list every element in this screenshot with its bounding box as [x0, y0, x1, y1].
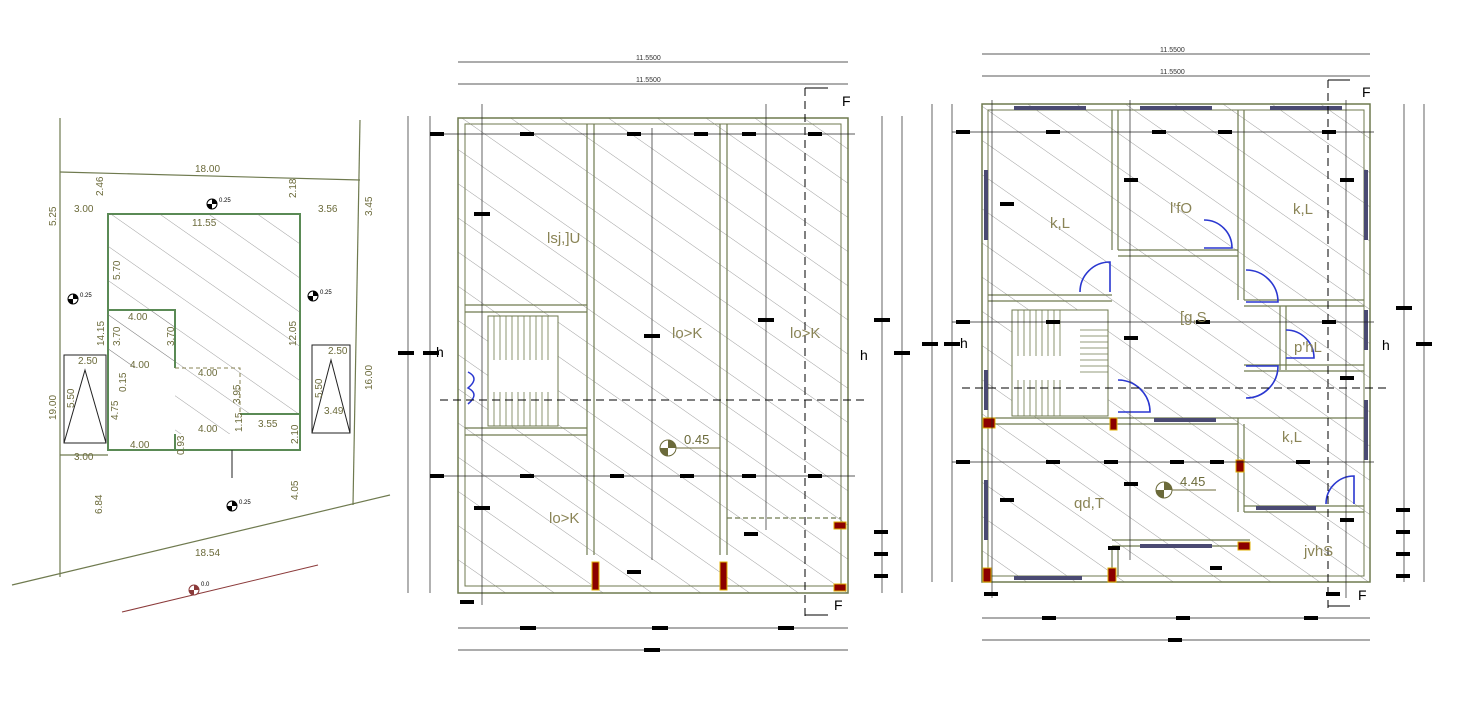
svg-text:0.25: 0.25 [80, 293, 92, 299]
dim-bottom: 18.54 [195, 548, 220, 559]
dim-court-h: 3.95 [232, 384, 243, 404]
level-marker: 0.0 [188, 582, 210, 596]
ff-room-label: l'fO [1170, 200, 1192, 217]
dim-bottom-h1: 0.93 [176, 435, 187, 455]
dim-left-total: 19.00 [48, 395, 59, 420]
road-line [121, 564, 319, 613]
dim-small-h: 0.15 [118, 372, 129, 392]
level-marker: 0.25 [206, 198, 231, 210]
ff-section-f-bottom: F [1358, 587, 1367, 603]
gf-section-f-top: F [842, 93, 851, 109]
dim-court-w: 4.00 [198, 368, 218, 379]
dim-left-upper: 5.25 [48, 206, 59, 226]
ff-level-marker: 4.45 [1155, 474, 1216, 499]
ff-room-label: qd,T [1074, 495, 1104, 512]
ff-room-label: p'hL [1294, 339, 1322, 356]
level-marker: 0.25 [67, 293, 92, 305]
stair [487, 315, 559, 427]
car-bay-right [311, 344, 351, 434]
level-marker: 0.25 [226, 500, 251, 512]
dim-front-right: 4.05 [290, 480, 301, 500]
dim-car-left-h: 5.50 [66, 388, 77, 408]
dim-upper-left: 5.70 [112, 260, 123, 280]
plot-boundary [11, 118, 391, 586]
first-floor-plan: 11.5500 11.5500 [922, 47, 1432, 642]
ff-section-h-right: h [1382, 337, 1390, 353]
dim-car-right-off: 3.49 [324, 406, 344, 417]
ff-room-label: jvhS [1303, 543, 1333, 560]
svg-text:0.25: 0.25 [219, 198, 231, 204]
svg-text:0.25: 0.25 [320, 290, 332, 296]
door-arc [466, 371, 475, 405]
dim-setback-left: 3.00 [74, 204, 94, 215]
building-footprint [107, 213, 301, 478]
ff-windows [984, 106, 1368, 580]
svg-text:4.45: 4.45 [1180, 474, 1205, 489]
ff-section-f-top: F [1362, 84, 1371, 100]
gf-dim-top-2: 11.5500 [636, 77, 661, 84]
dim-front-left: 6.84 [94, 494, 105, 514]
gf-room-label: lsj,]U [547, 230, 580, 247]
dim-notch-w2: 4.00 [130, 360, 150, 371]
gf-section-f-bottom: F [834, 597, 843, 613]
ff-room-label: k,L [1293, 201, 1313, 218]
site-plan: 0.25 0.25 0.25 0.25 0.0 18.00 18.54 19.0… [11, 118, 391, 613]
svg-text:0.45: 0.45 [684, 432, 709, 447]
gf-section-h-left: h [436, 344, 444, 360]
dim-bottom-w2: 4.00 [198, 424, 218, 435]
dim-notch-w1: 4.00 [128, 312, 148, 323]
dim-bottom-w1: 4.00 [130, 440, 150, 451]
dim-right-w: 3.55 [258, 419, 278, 430]
dim-notch-h1: 3.70 [112, 326, 123, 346]
dim-building-depth: 12.05 [288, 321, 299, 346]
ff-stair [1011, 309, 1109, 417]
gf-room-label: lo>K [790, 325, 820, 342]
ground-floor-plan: 11.5500 11.5500 [398, 55, 910, 652]
dim-top: 18.00 [195, 164, 220, 175]
dim-car-right-h: 5.50 [314, 378, 325, 398]
svg-text:0.25: 0.25 [239, 500, 251, 506]
dim-building-width: 11.55 [192, 218, 217, 229]
gf-room-label: lo>K [549, 510, 579, 527]
ff-doors [1079, 219, 1355, 505]
dim-right-upper: 3.45 [364, 196, 375, 216]
dim-left-mid: 4.75 [110, 400, 121, 420]
ff-dim-top-1: 11.5500 [1160, 47, 1185, 54]
dim-car-left-w: 2.50 [78, 356, 98, 367]
ff-room-label: k,L [1282, 429, 1302, 446]
dim-setback-right: 3.56 [318, 204, 338, 215]
dim-notch-h2: 3.70 [166, 326, 177, 346]
dim-depth-left: 14.15 [96, 321, 107, 346]
level-marker: 0.25 [307, 290, 332, 302]
gf-level-marker: 0.45 [659, 432, 720, 457]
ff-columns [982, 417, 1251, 583]
dim-car-right-w: 2.50 [328, 346, 348, 357]
ff-room-label: k,L [1050, 215, 1070, 232]
dim-setback-top-right: 2.18 [288, 178, 299, 198]
svg-text:0.0: 0.0 [201, 582, 210, 588]
ff-dim-top-2: 11.5500 [1160, 69, 1185, 76]
dim-bottom-setback-left: 3.00 [74, 452, 94, 463]
dim-right-h: 2.10 [290, 424, 301, 444]
gf-section-h-right: h [860, 347, 868, 363]
ff-room-label: [g,S [1180, 309, 1207, 326]
ff-section-h-left: h [960, 335, 968, 351]
car-bay-left [63, 354, 107, 444]
dim-setback-top-left: 2.46 [95, 176, 106, 196]
dim-right-small: 1.15 [234, 412, 245, 432]
gf-dim-top-1: 11.5500 [636, 55, 661, 62]
dim-right-total: 16.00 [364, 365, 375, 390]
gf-room-label: lo>K [672, 325, 702, 342]
